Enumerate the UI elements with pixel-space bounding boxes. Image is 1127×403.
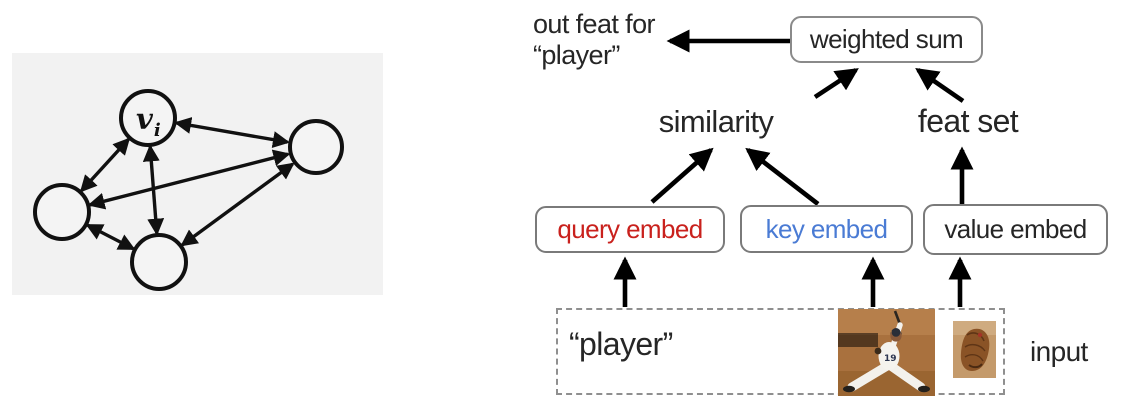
output-feature-line1: out feat for [533,9,655,39]
node-right [288,119,344,175]
output-feature-label: out feat for “player” [533,9,655,71]
weighted-sum-label: weighted sum [809,24,964,54]
weighted-sum-box: weighted sum [790,16,983,63]
graph-panel: vi [12,53,383,295]
value-embed-label: value embed [944,214,1087,244]
value-embed-box: value embed [923,204,1108,255]
edge-bottom-right [180,162,295,247]
node-vi [119,89,177,147]
graph-edges [79,116,295,251]
edge-vi-left [79,137,131,193]
baseball-player-photo: 19 [838,309,935,396]
input-region-box: “player” 19 [556,308,1005,396]
key-embed-label: key embed [765,213,888,244]
graph-nodes [33,89,344,291]
flow-arrows [613,29,974,307]
input-label: input [1030,336,1088,367]
baseball-glove-photo [953,321,996,378]
arrow-query-to-similarity [650,147,714,204]
output-feature-line2: “player” [533,40,620,70]
arrow-key-to-similarity [745,147,820,206]
graph-svg: vi [33,89,344,291]
edge-vi-right [174,116,290,149]
node-bottom [130,233,188,291]
node-left [33,183,91,241]
edge-left-bottom [85,223,136,251]
query-embed-box: query embed [535,206,725,253]
arrow-similarity-to-weightedsum [813,68,859,99]
input-token-player: “player” [569,326,673,362]
node-vi-label: vi [136,102,161,141]
key-embed-box: key embed [740,205,913,253]
edge-left-right [87,149,291,210]
jersey-number: 19 [884,354,897,364]
arrow-featset-to-weightedsum [915,68,965,103]
feat-set-label: feat set [917,103,1019,139]
query-embed-label: query embed [557,214,703,244]
similarity-label: similarity [658,104,774,139]
